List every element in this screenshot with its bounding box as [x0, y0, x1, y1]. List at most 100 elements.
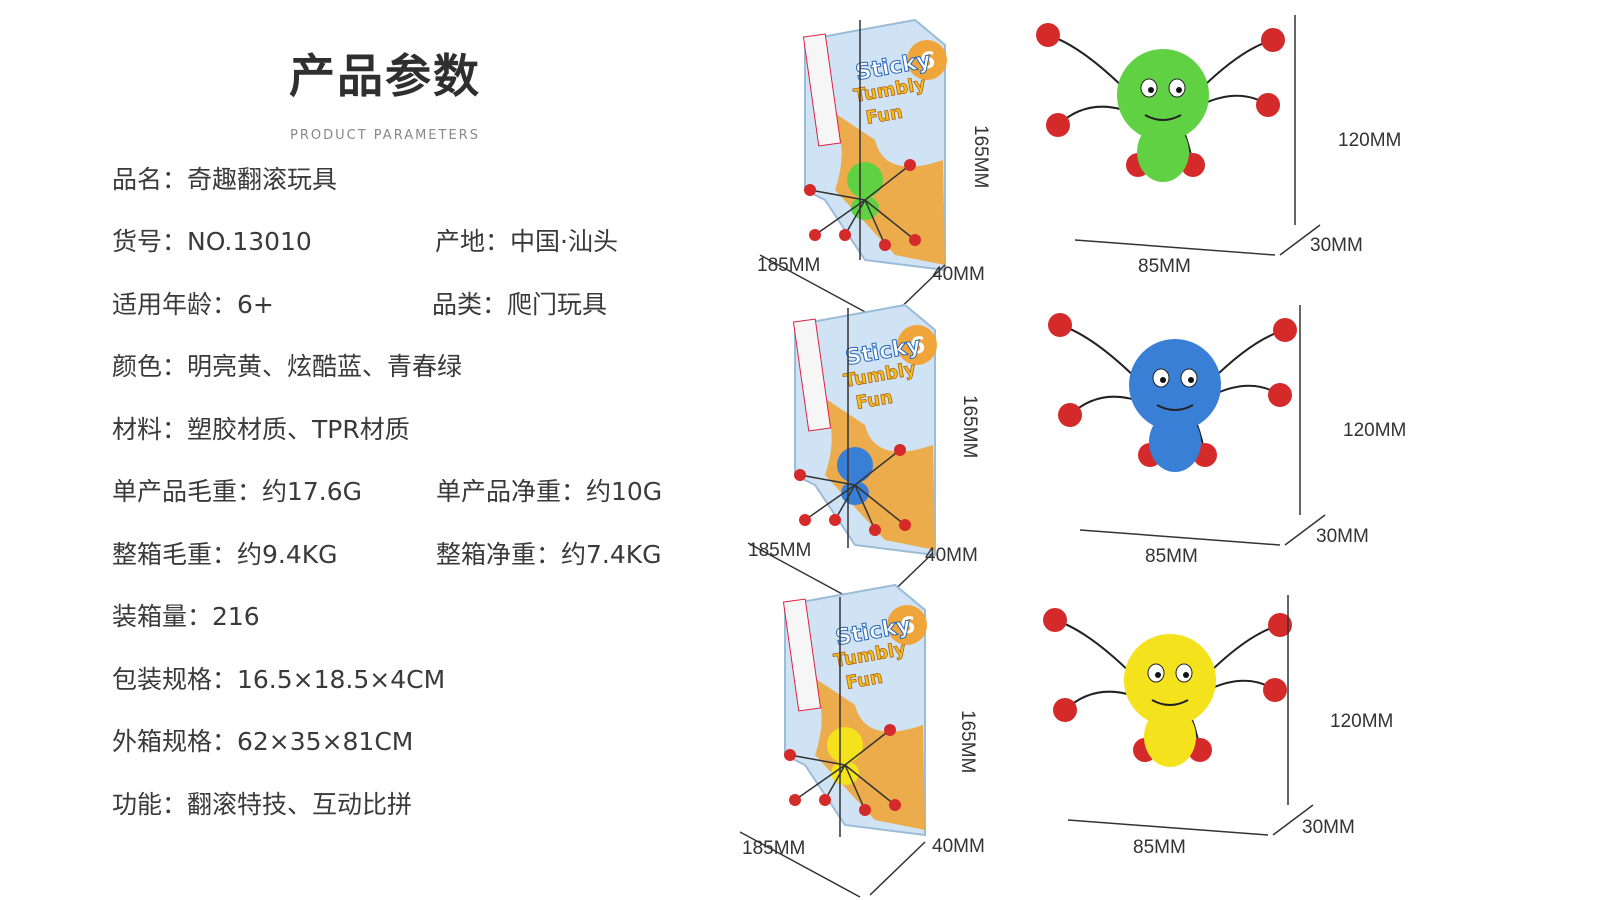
package-toy-leg-2-3: [854, 484, 876, 531]
pkg1-height: 165MM: [970, 125, 991, 189]
pkg2-width: 185MM: [748, 540, 812, 561]
package-card: 6 Sticky Tumbly Fun: [782, 583, 927, 837]
package-toy-head-2: [837, 447, 873, 483]
toy1-height: 120MM: [1338, 130, 1402, 151]
toy-foot-2-1: [1058, 403, 1082, 427]
toy-foot-1-5: [1256, 93, 1280, 117]
spec-name: 品名：奇趣翻滚玩具: [112, 165, 338, 194]
toy-figure-2: [1048, 313, 1297, 472]
svg-text:6: 6: [920, 49, 935, 74]
toy-pupil-left-3: [1155, 672, 1161, 678]
package-toy-leg-1-5: [864, 199, 916, 241]
spec-material: 材料：塑胶材质、TPR材质: [112, 415, 410, 444]
toy-width-line-3: [1067, 819, 1269, 836]
package-toy-foot-2-4: [894, 444, 906, 456]
package-toy-foot-2-1: [799, 514, 811, 526]
toy-foot-3-0: [1043, 608, 1067, 632]
toy-mouth-2: [1156, 404, 1194, 411]
package-card: 6 Sticky Tumbly Fun: [802, 18, 947, 272]
pkg1-depth: 40MM: [932, 264, 985, 285]
toy-head-3: [1124, 634, 1216, 726]
package-card: 6 Sticky Tumbly Fun: [792, 303, 937, 557]
toy2-depth: 30MM: [1316, 526, 1369, 547]
package-toy-foot-1-5: [909, 234, 921, 246]
spec-package-size: 包装规格：16.5×18.5×4CM: [112, 665, 446, 694]
spec-function: 功能：翻滚特技、互动比拼: [112, 790, 413, 819]
toy-foot-1-1: [1046, 113, 1070, 137]
package-toy-foot-2-3: [869, 524, 881, 536]
package-toy-foot-1-4: [904, 159, 916, 171]
toy-pupil-left-2: [1160, 377, 1166, 383]
spec-colors: 颜色：明亮黄、炫酷蓝、青春绿: [112, 352, 463, 381]
toy-width-line-1: [1074, 239, 1276, 256]
toy-foot-3-1: [1053, 698, 1077, 722]
toy-foot-1-0: [1036, 23, 1060, 47]
package-toy-leg-3-5: [844, 764, 896, 806]
toy-head-2: [1129, 339, 1221, 431]
spec-item-no: 货号：NO.13010: [112, 227, 312, 256]
package-toy-head-3: [827, 727, 863, 763]
toy1-width: 85MM: [1138, 256, 1191, 277]
package-toy-leg-3-4: [844, 729, 891, 766]
pkg3-width: 185MM: [742, 838, 806, 859]
spec-origin: 产地：中国·汕头: [435, 227, 618, 256]
toy-pupil-right-3: [1183, 672, 1189, 678]
toy-mouth-1: [1144, 114, 1182, 121]
spec-carton-gross: 整箱毛重：约9.4KG: [112, 540, 338, 569]
package-toy-leg-2-5: [854, 484, 906, 526]
package-toy-leg-2-4: [854, 449, 901, 486]
package-toy-foot-3-1: [789, 794, 801, 806]
toy-mouth-3: [1151, 699, 1189, 706]
toy-foot-2-0: [1048, 313, 1072, 337]
package-toy-leg-1-3: [864, 199, 886, 246]
toy-foot-2-4: [1273, 318, 1297, 342]
package-toy-leg-2-0: [799, 474, 856, 486]
toy-depth-line-2: [1284, 514, 1326, 546]
package-toy-foot-2-2: [829, 514, 841, 526]
package-card-2: 6 Sticky Tumbly Fun: [792, 303, 937, 557]
spec-category: 品类：爬门玩具: [432, 290, 608, 319]
pkg2-height: 165MM: [959, 395, 980, 459]
package-toy-foot-2-0: [794, 469, 806, 481]
toy-foot-3-5: [1263, 678, 1287, 702]
toy-pupil-left-1: [1148, 87, 1154, 93]
spec-gross-weight: 单产品毛重：约17.6G: [112, 477, 363, 506]
toy-width-line-2: [1079, 529, 1281, 546]
toy3-width: 85MM: [1133, 837, 1186, 858]
toy-foot-2-5: [1268, 383, 1292, 407]
page-subtitle: PRODUCT PARAMETERS: [290, 128, 480, 143]
package-toy-foot-3-4: [884, 724, 896, 736]
pkg3-depth: 40MM: [932, 836, 985, 857]
package-toy-leg-3-3: [844, 764, 866, 811]
package-toy-leg-3-1: [794, 764, 846, 801]
package-card-3: 6 Sticky Tumbly Fun: [782, 583, 927, 837]
pkg1-width: 185MM: [757, 255, 821, 276]
spec-age: 适用年龄：6+: [112, 290, 274, 319]
toy-figure-1: [1036, 23, 1285, 182]
package-width-line-1: [759, 254, 881, 321]
toy-foot-1-4: [1261, 28, 1285, 52]
toy-pupil-right-2: [1188, 377, 1194, 383]
package-toy-leg-1-0: [809, 189, 866, 201]
page-title: 产品参数: [289, 49, 481, 103]
spec-pack-qty: 装箱量：216: [112, 602, 260, 631]
svg-text:6: 6: [910, 334, 925, 359]
toy-depth-line-1: [1279, 224, 1321, 256]
spec-carton-net: 整箱净重：约7.4KG: [436, 540, 662, 569]
svg-text:Fun: Fun: [844, 667, 884, 694]
package-toy-foot-1-1: [809, 229, 821, 241]
package-toy-foot-3-0: [784, 749, 796, 761]
toy-pupil-right-1: [1176, 87, 1182, 93]
toy1-depth: 30MM: [1310, 235, 1363, 256]
package-width-line-3: [739, 831, 861, 898]
toy2-width: 85MM: [1145, 546, 1198, 567]
toy3-depth: 30MM: [1302, 817, 1355, 838]
package-toy-foot-1-2: [839, 229, 851, 241]
toy-depth-line-3: [1272, 804, 1314, 836]
package-toy-leg-2-1: [804, 484, 856, 521]
spec-net-weight: 单产品净重：约10G: [436, 477, 663, 506]
toy3-height: 120MM: [1330, 711, 1394, 732]
package-toy-leg-1-2: [844, 199, 866, 236]
package-toy-foot-1-3: [879, 239, 891, 251]
